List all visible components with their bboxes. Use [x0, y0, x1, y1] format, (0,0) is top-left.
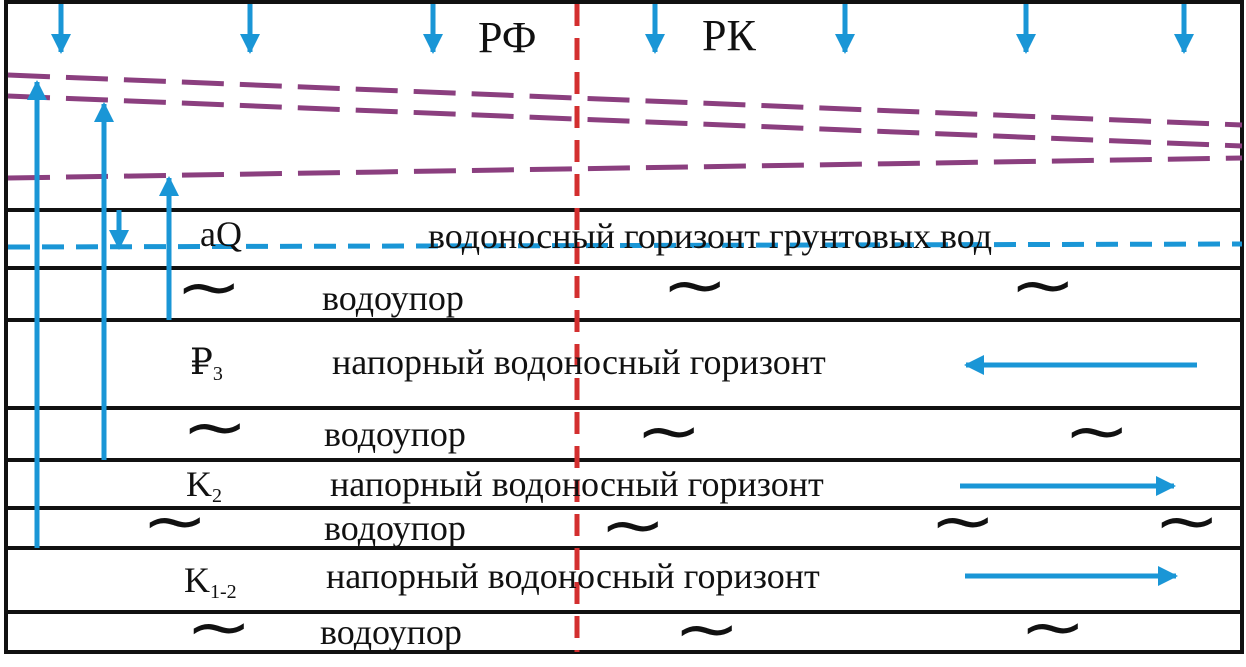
layer-index-k12-sub: 1-2 [210, 581, 237, 603]
layer-label-aquitard-2: водоупор [324, 414, 466, 454]
clay-symbol: ~ [599, 489, 667, 563]
layer-label-aquitard-4: водоупор [320, 612, 462, 652]
clay-symbol: ~ [1009, 249, 1077, 323]
piezometric-line-k2 [7, 93, 1243, 149]
head-arrows [27, 80, 179, 548]
section-frame [4, 0, 1244, 654]
layer-index-p3: ₽3 [190, 344, 223, 384]
clay-symbol: ~ [635, 395, 703, 469]
region-label-rf: РФ [478, 13, 537, 62]
layer-index-k2-sub: 2 [212, 485, 222, 507]
piezometric-line-p3 [7, 155, 1243, 181]
clay-symbol: ~ [673, 593, 741, 667]
layer-label-pressure-k2: напорный водоносный горизонт [330, 464, 824, 504]
clay-symbol: ~ [185, 591, 253, 665]
clay-symbol: ~ [181, 391, 249, 465]
flow-arrows [960, 355, 1197, 586]
layer-index-k2: K2 [186, 466, 222, 506]
layer-index-k2-main: K [186, 464, 212, 504]
layer-boundaries [6, 208, 1242, 614]
clay-symbol: ~ [175, 251, 243, 325]
layer-index-k12: K1-2 [184, 562, 237, 602]
piezometric-line-k12 [7, 72, 1243, 128]
layer-index-p3-sub: 3 [212, 363, 223, 385]
layer-label-pressure-k12: напорный водоносный горизонт [326, 556, 820, 596]
layer-label-groundwater: водоносный горизонт грунтовых вод [428, 216, 993, 256]
layer-index-k12-main: K [184, 560, 210, 600]
layer-label-aquitard-3: водоупор [324, 508, 466, 548]
layer-label-pressure-p3: напорный водоносный горизонт [332, 342, 826, 382]
clay-symbol: ~ [141, 485, 209, 559]
layer-index-p3-main: ₽ [190, 342, 213, 382]
clay-symbol: ~ [1153, 485, 1221, 559]
clay-symbol: ~ [661, 249, 729, 323]
region-label-rk: РК [702, 11, 756, 60]
clay-symbol: ~ [929, 485, 997, 559]
clay-symbol: ~ [1019, 591, 1087, 665]
groundwater-table-line [7, 241, 1243, 250]
piezometric-levels [7, 72, 1243, 181]
infiltration-arrows [51, 4, 1194, 54]
layer-index-aq: aQ [200, 214, 242, 254]
layer-label-aquitard-1: водоупор [322, 278, 464, 318]
clay-symbol: ~ [1063, 395, 1131, 469]
